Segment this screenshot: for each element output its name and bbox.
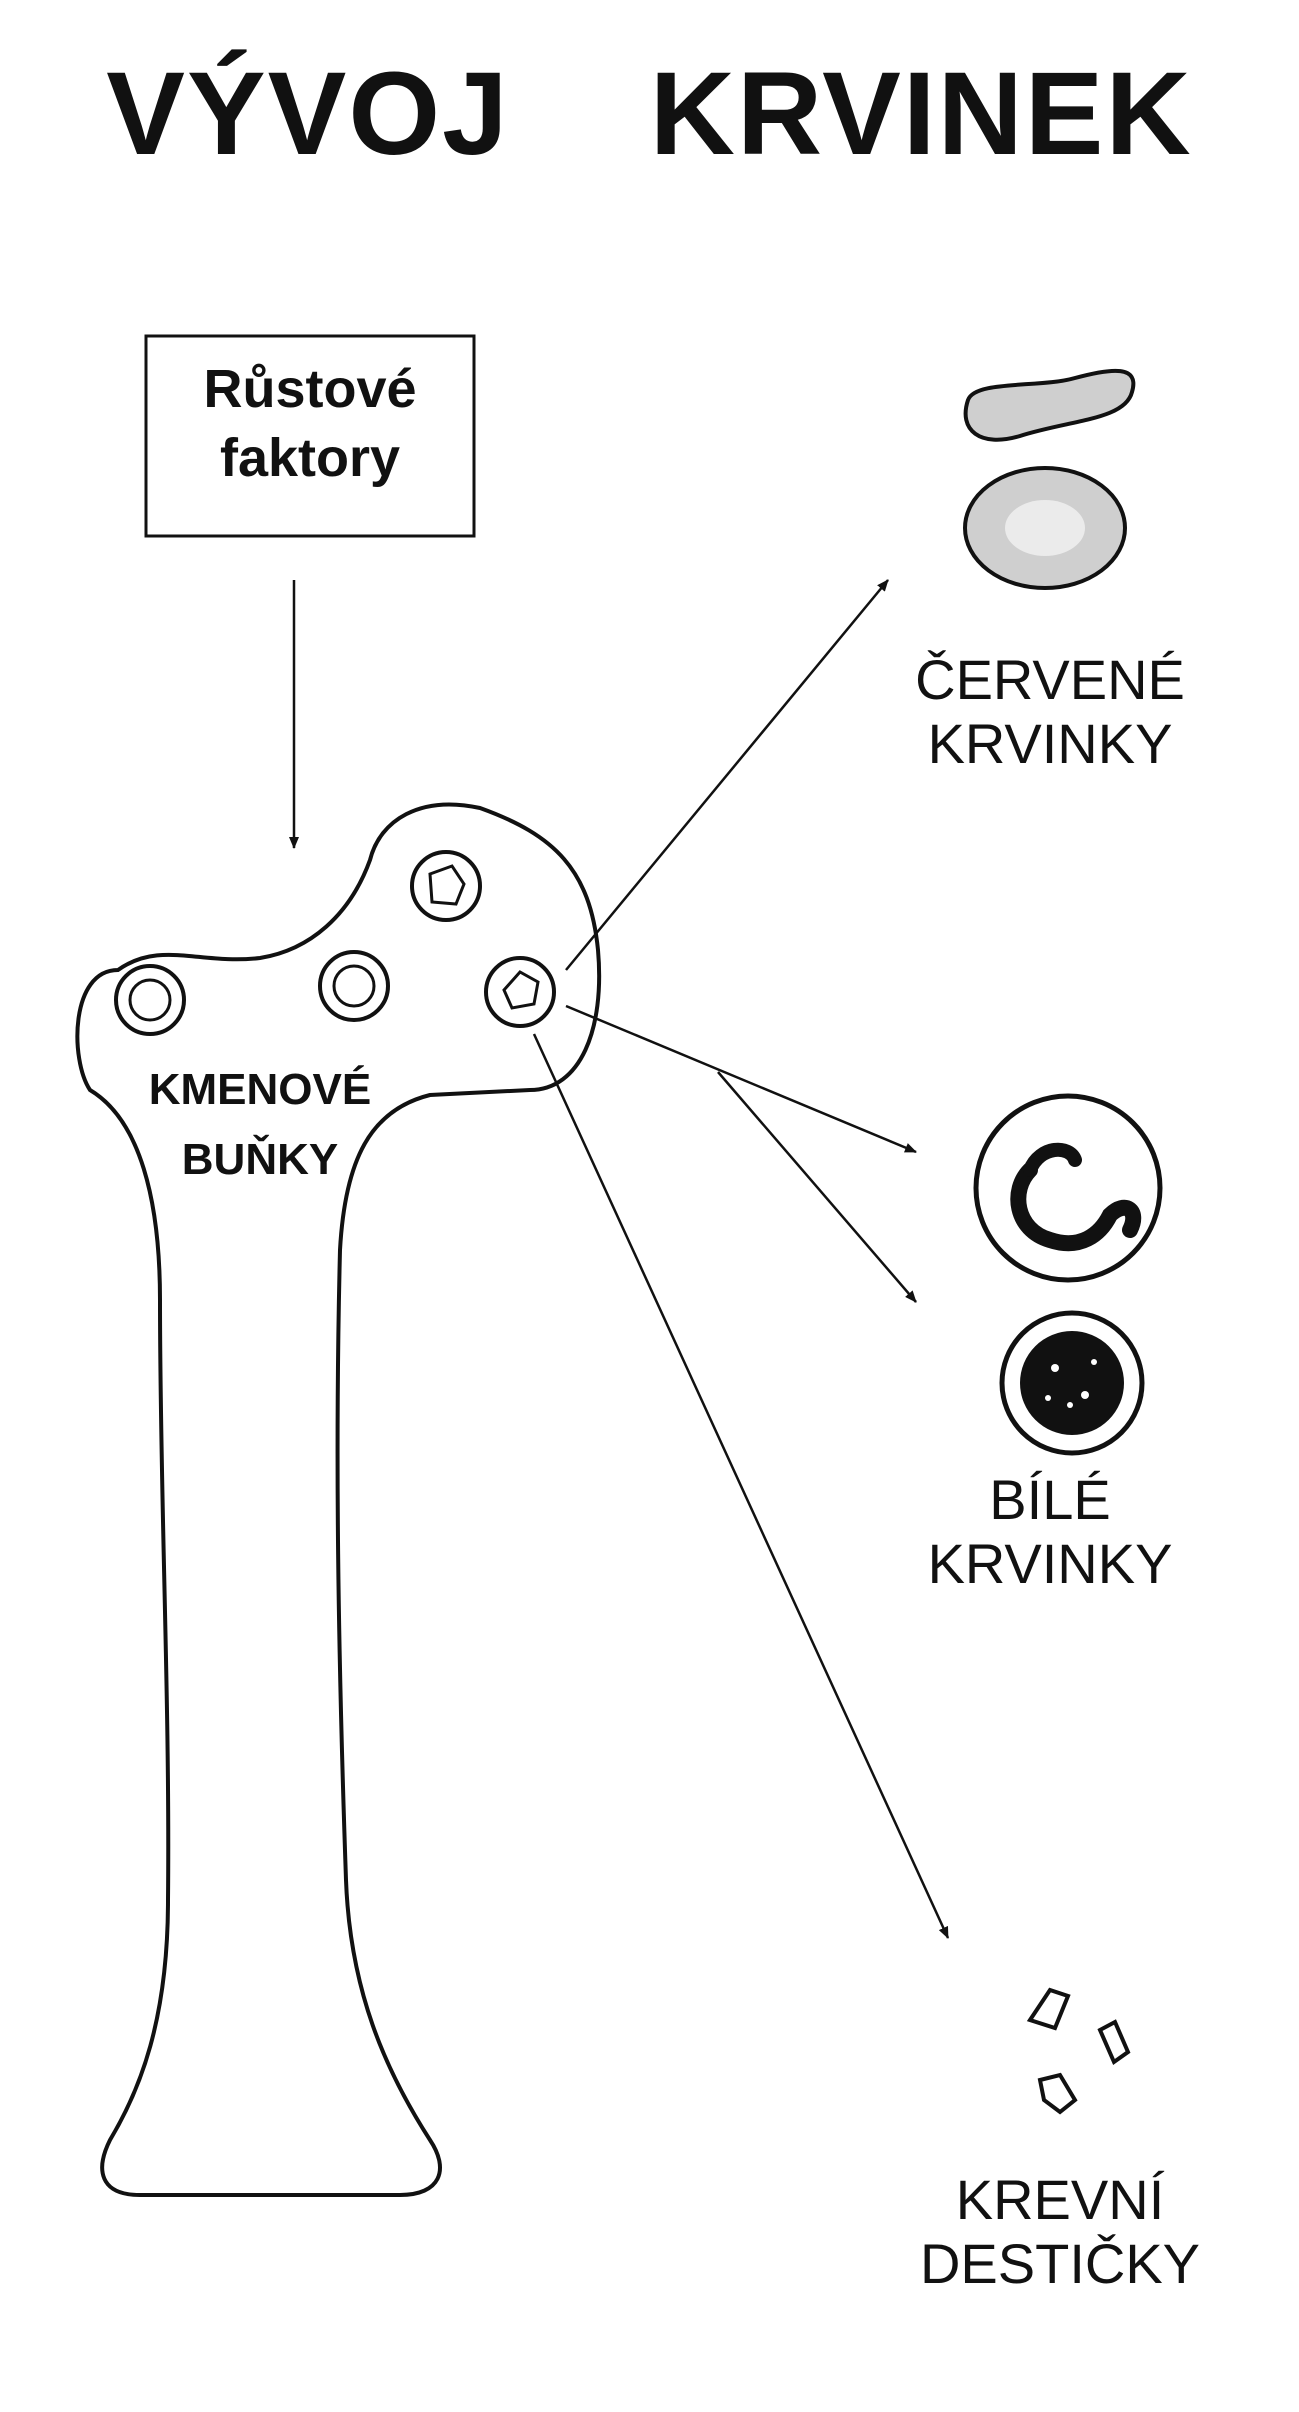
red-cells-line-1: ČERVENÉ — [915, 648, 1185, 711]
stem-cell-4 — [484, 956, 556, 1028]
neutrophil-cell — [973, 1093, 1163, 1283]
platelets-line-2: DESTIČKY — [919, 2232, 1201, 2296]
arrow-to-white-cells-1 — [565, 1004, 917, 1154]
title-word-1: VÝVOJ — [106, 48, 510, 180]
title-word-2: KRVINEK — [649, 48, 1193, 180]
growth-factors-line-1: Růstové — [203, 359, 417, 419]
red-blood-cells — [963, 368, 1136, 590]
platelet-1 — [1026, 1987, 1071, 2031]
growth-factors-line-2: faktory — [219, 428, 401, 489]
stem-cells-line-1: KMENOVÉ — [148, 1065, 372, 1114]
page-title: VÝVOJ KRVINEK — [0, 48, 1299, 180]
growth-factors-box — [144, 334, 476, 538]
lymphocyte-cell — [999, 1310, 1145, 1456]
white-cells-label: BÍLÉ KRVINKY — [860, 1468, 1240, 1597]
red-cells-line-2: KRVINKY — [927, 712, 1173, 776]
red-cell-side-view — [963, 368, 1136, 442]
stem-cells-line-2: BUŇKY — [181, 1135, 339, 1185]
arrow-to-platelets — [532, 1033, 950, 1939]
arrow-to-red-cells — [565, 579, 889, 971]
white-cells-line-1: BÍLÉ — [989, 1468, 1111, 1531]
stem-cells-label: KMENOVÉ BUŇKY — [110, 1055, 410, 1196]
platelets-label: KREVNÍ DESTIČKY — [870, 2168, 1250, 2297]
platelets — [1026, 1987, 1131, 2115]
stem-cell-2 — [318, 950, 390, 1022]
white-blood-cells — [973, 1093, 1163, 1456]
red-cells-label: ČERVENÉ KRVINKY — [860, 648, 1240, 777]
bone-outline — [75, 802, 602, 2197]
platelets-line-1: KREVNÍ — [955, 2168, 1165, 2231]
arrow-to-white-cells-2 — [717, 1071, 917, 1303]
growth-factors-label: Růstové faktory — [146, 355, 474, 493]
stem-cell-3 — [410, 850, 482, 922]
platelet-3 — [1037, 2072, 1078, 2115]
stem-cell-1 — [114, 964, 186, 1036]
white-cells-line-2: KRVINKY — [927, 1532, 1173, 1596]
platelet-2 — [1097, 2019, 1131, 2066]
